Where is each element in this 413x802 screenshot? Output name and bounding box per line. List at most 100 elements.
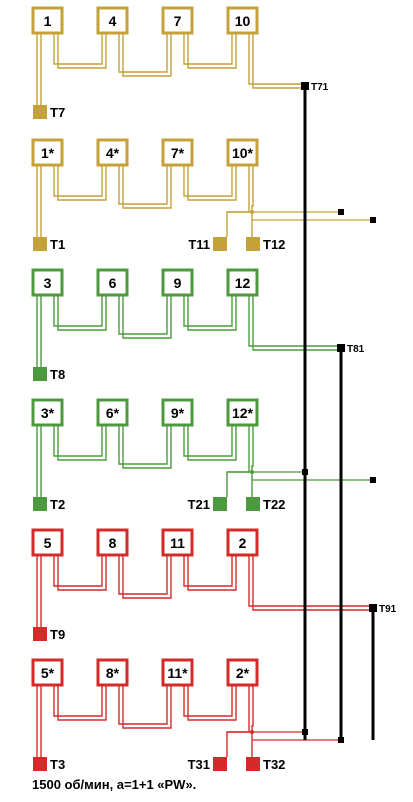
coil-bridge [183, 685, 233, 717]
bus-node [338, 209, 344, 215]
coil-bridge [57, 425, 107, 461]
coil-bridge [118, 33, 168, 73]
terminal-t1 [33, 237, 47, 251]
coil-6 [96, 268, 129, 297]
terminal-t11 [213, 237, 227, 251]
coil-label: 11* [167, 665, 188, 681]
split-lead-2 [251, 425, 254, 497]
coil-bridge [57, 555, 107, 591]
coil-bridge [53, 425, 103, 457]
coil-label: 3* [41, 405, 55, 421]
bus-label-t91: T91 [379, 604, 397, 615]
coil-4-star [96, 138, 129, 167]
terminal-t32 [246, 757, 260, 771]
coil-10-star [226, 138, 259, 167]
coil-label: 8* [106, 665, 120, 681]
coil-label: 4* [106, 145, 120, 161]
terminal-label-t7: T7 [50, 105, 65, 120]
coil-bridge [57, 165, 107, 201]
coil-label: 7 [174, 13, 182, 29]
coil-2 [226, 528, 259, 557]
coil-8 [96, 528, 129, 557]
coil-11-star [161, 658, 194, 687]
coil-bridge [122, 295, 172, 339]
split-lead-1 [226, 165, 250, 237]
coil-bridge [122, 33, 172, 77]
coil-label: 9* [171, 405, 185, 421]
split-lead-2 [251, 685, 254, 757]
coil-label: 2* [236, 665, 250, 681]
coil-4 [96, 6, 129, 35]
coil-bridge [187, 685, 237, 721]
coil-bridge [187, 33, 237, 69]
coil-label: 1* [41, 145, 55, 161]
coil-bridge [57, 33, 107, 69]
end-lead [248, 295, 341, 347]
terminal-label-t21: T21 [188, 497, 210, 512]
terminal-label-t11: T11 [188, 237, 210, 252]
terminal-t31 [213, 757, 227, 771]
coil-bridge [53, 555, 103, 587]
coil-bridge [53, 165, 103, 197]
terminal-label-t31: T31 [188, 757, 210, 772]
coil-label: 8 [109, 535, 117, 551]
coil-8-star [96, 658, 129, 687]
terminal-label-t22: T22 [263, 497, 285, 512]
coil-label: 5 [44, 535, 52, 551]
bus-node [370, 217, 376, 223]
terminal-label-t12: T12 [263, 237, 285, 252]
coil-6-star [96, 398, 129, 427]
coil-bridge [122, 685, 172, 729]
terminal-label-t8: T8 [50, 367, 65, 382]
coil-7 [161, 6, 194, 35]
split-lead-2 [251, 165, 254, 237]
terminal-t12 [246, 237, 260, 251]
coil-label: 12* [232, 405, 254, 421]
coil-3 [31, 268, 64, 297]
terminal-label-t32: T32 [263, 757, 285, 772]
coil-3-star [31, 398, 64, 427]
coil-bridge [187, 425, 237, 461]
coil-bridge [57, 295, 107, 331]
bus-node [370, 477, 376, 483]
end-lead [248, 555, 373, 607]
coil-label: 9 [174, 275, 182, 291]
terminal-t7 [33, 105, 47, 119]
end-lead [252, 33, 305, 89]
terminal-label-t3: T3 [50, 757, 65, 772]
coil-bridge [53, 33, 103, 65]
coil-bridge [183, 295, 233, 327]
coil-bridge [118, 555, 168, 595]
terminal-t8 [33, 367, 47, 381]
bus-label-t81: T81 [347, 344, 365, 355]
coil-label: 11 [170, 535, 185, 551]
coil-11 [161, 528, 194, 557]
coil-bridge [122, 555, 172, 599]
coil-bridge [183, 425, 233, 457]
coil-bridge [57, 685, 107, 721]
coil-12-star [226, 398, 259, 427]
coil-5-star [31, 658, 64, 687]
bus-label-t71: T71 [311, 82, 329, 93]
split-lead-1 [226, 685, 250, 757]
coil-bridge [118, 425, 168, 465]
terminal-t21 [213, 497, 227, 511]
coil-bridge [118, 295, 168, 335]
end-lead [252, 295, 341, 351]
coil-12 [226, 268, 259, 297]
coil-bridge [53, 685, 103, 717]
coil-label: 6 [109, 275, 117, 291]
junction-dot [250, 470, 254, 474]
coil-bridge [122, 165, 172, 209]
coil-2-star [226, 658, 259, 687]
terminal-t9 [33, 627, 47, 641]
coil-label: 3 [44, 275, 52, 291]
coil-label: 4 [109, 13, 117, 29]
split-lead-1 [226, 425, 250, 497]
